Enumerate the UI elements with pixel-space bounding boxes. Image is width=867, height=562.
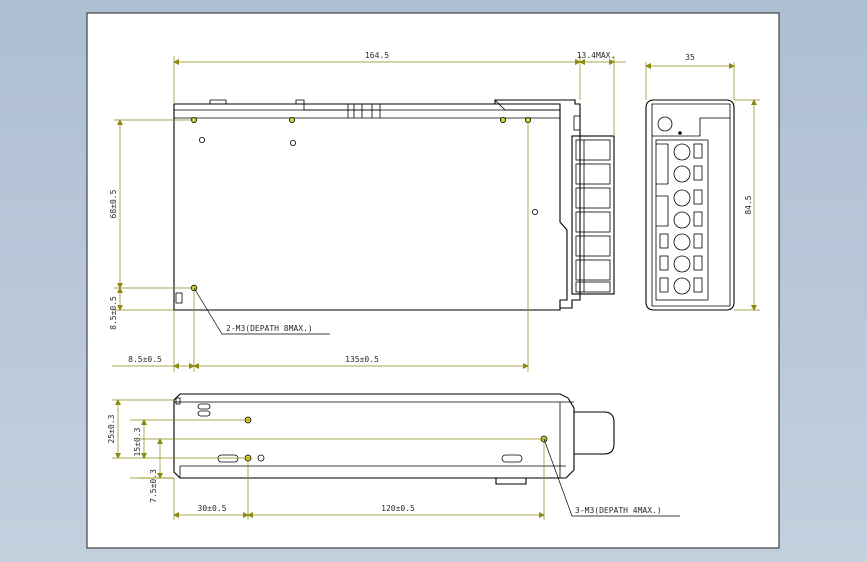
dim-side-height-mid: 15±0.3 (133, 427, 142, 456)
end-view-body (645, 99, 735, 311)
dim-overall-length: 164.5 (365, 51, 389, 60)
dim-side-pitch-x: 120±0.5 (381, 504, 415, 513)
end-view-dimensions: 35 84.5 (645, 53, 760, 311)
end-view (645, 99, 735, 311)
note-side-mount: 3-M3(DEPATH 4MAX.) (575, 506, 662, 515)
top-view-bracket (494, 99, 581, 309)
side-view (173, 393, 615, 485)
side-view-body (173, 393, 575, 479)
side-view-dimensions: 25±0.3 15±0.3 7.5±0.3 30±0.5 120±0.5 3-M… (107, 399, 680, 520)
dim-mount-offset-y: 8.5±0.5 (109, 296, 118, 330)
end-view-terminals (655, 139, 709, 301)
dim-mount-pitch-x: 135±0.5 (345, 355, 379, 364)
dim-mount-offset-x: 8.5±0.5 (128, 355, 162, 364)
top-view-terminal-block (571, 135, 615, 295)
drawing-sheet (86, 12, 780, 549)
dim-side-height-lower: 7.5±0.3 (149, 469, 158, 503)
side-view-terminal-cover (574, 411, 615, 455)
dim-mount-height: 68±0.5 (109, 189, 118, 218)
dim-terminal-overhang: 13.4MAX. (577, 51, 616, 60)
dim-side-height-upper: 25±0.3 (107, 414, 116, 443)
top-view-dimensions: 164.5 13.4MAX. 68±0.5 8.5±0.5 8.5±0.5 13… (109, 51, 626, 372)
top-view (173, 99, 615, 311)
top-view-body (173, 103, 568, 311)
dim-end-width: 35 (685, 53, 695, 62)
dim-side-offset-x: 30±0.5 (198, 504, 227, 513)
dim-end-height: 84.5 (744, 195, 753, 214)
note-top-mount: 2-M3(DEPATH 8MAX.) (226, 324, 313, 333)
